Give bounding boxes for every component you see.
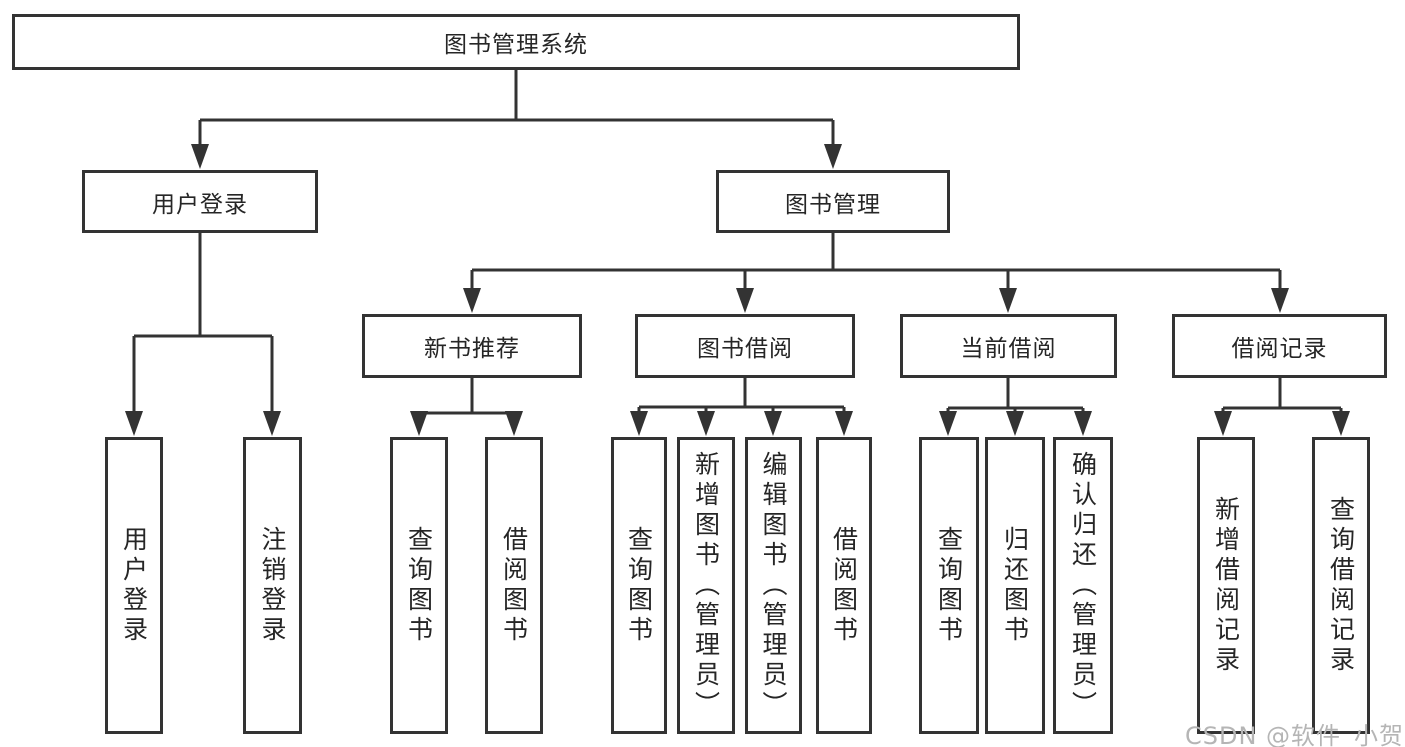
node-current-borrowing: 当前借阅 <box>900 314 1117 378</box>
node-label: 图书管理系统 <box>444 32 588 58</box>
node-label: 查询图书 <box>404 525 434 646</box>
node-label: 当前借阅 <box>960 336 1057 362</box>
leaf-query-books-2: 查询图书 <box>611 437 667 734</box>
node-label: 新书推荐 <box>424 336 520 362</box>
leaf-query-books-1: 查询图书 <box>390 437 448 734</box>
leaf-add-books-admin: 新增图书（管理员） <box>677 437 735 734</box>
node-user-login: 用户登录 <box>82 170 318 233</box>
leaf-query-books-3: 查询图书 <box>919 437 979 734</box>
node-label: 用户登录 <box>119 525 149 646</box>
node-new-book-recommend: 新书推荐 <box>362 314 582 378</box>
node-borrow-records: 借阅记录 <box>1172 314 1387 378</box>
leaf-edit-books-admin: 编辑图书（管理员） <box>745 437 802 734</box>
node-label: 用户登录 <box>152 191 248 218</box>
leaf-user-login: 用户登录 <box>105 437 163 734</box>
node-book-borrowing: 图书借阅 <box>635 314 855 378</box>
leaf-query-borrow-record: 查询借阅记录 <box>1312 437 1370 734</box>
leaf-confirm-return-admin: 确认归还（管理员） <box>1053 437 1113 734</box>
node-label: 图书管理 <box>785 191 881 218</box>
node-label: 借阅记录 <box>1231 336 1328 362</box>
node-library-system: 图书管理系统 <box>12 14 1020 70</box>
node-label: 归还图书 <box>1000 525 1030 646</box>
node-label: 新增图书（管理员） <box>691 450 721 721</box>
node-label: 注销登录 <box>258 525 287 646</box>
node-label: 借阅图书 <box>499 525 529 646</box>
node-label: 查询图书 <box>934 525 964 646</box>
leaf-add-borrow-record: 新增借阅记录 <box>1197 437 1255 734</box>
leaf-return-books: 归还图书 <box>985 437 1045 734</box>
node-label: 图书借阅 <box>697 336 793 362</box>
node-label: 借阅图书 <box>829 525 859 646</box>
node-label: 查询借阅记录 <box>1326 495 1356 676</box>
csdn-watermark: CSDN @软件_小贺同学 <box>1185 722 1405 747</box>
leaf-borrow-books-2: 借阅图书 <box>816 437 872 734</box>
node-book-management: 图书管理 <box>716 170 950 233</box>
node-label: 确认归还（管理员） <box>1068 450 1098 721</box>
node-label: 新增借阅记录 <box>1211 495 1241 676</box>
leaf-logout: 注销登录 <box>243 437 302 734</box>
node-label: 编辑图书（管理员） <box>759 450 788 721</box>
node-label: 查询图书 <box>624 525 654 646</box>
leaf-borrow-books-1: 借阅图书 <box>485 437 543 734</box>
